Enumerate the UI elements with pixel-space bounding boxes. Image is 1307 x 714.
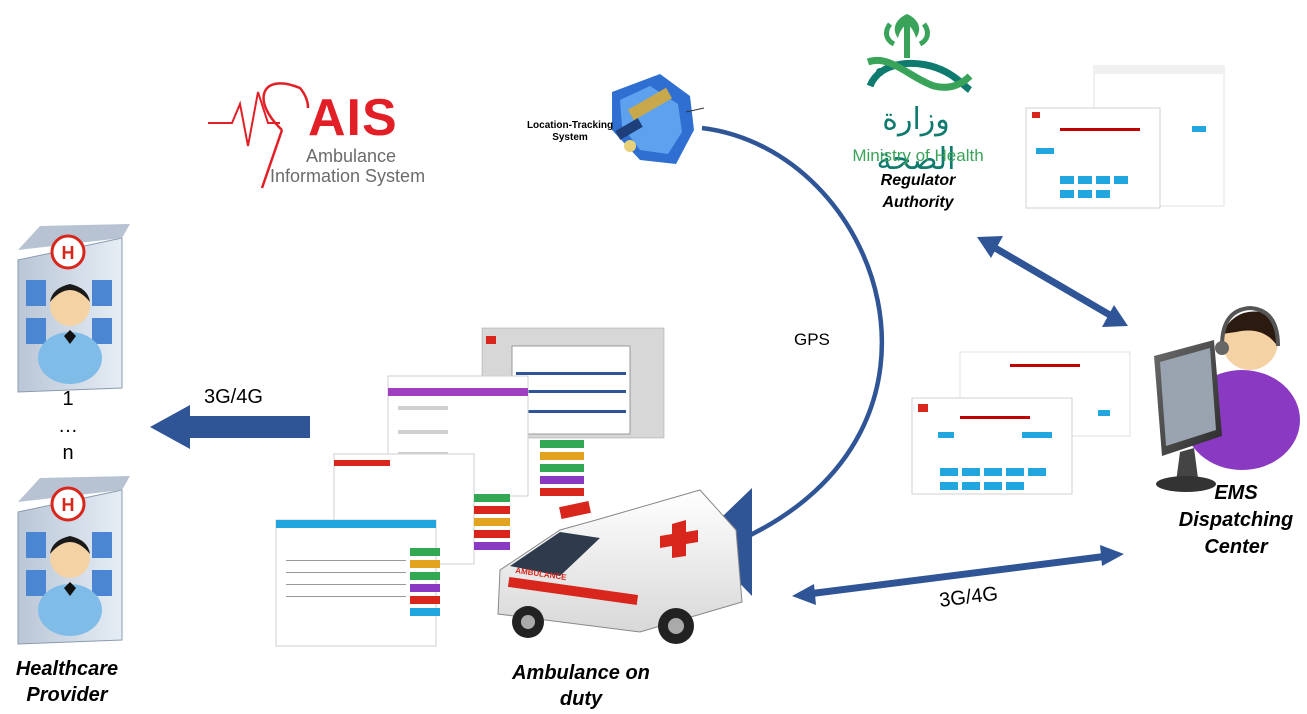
gps-label: GPS bbox=[794, 330, 830, 349]
ambulance-on-duty-label: Ambulance on duty bbox=[486, 660, 676, 712]
link-label-healthcare: 3G/4G bbox=[204, 386, 263, 408]
ems-line2: Dispatching bbox=[1178, 509, 1294, 531]
ambulance-line2: duty bbox=[559, 688, 603, 710]
gps-arc bbox=[701, 125, 885, 543]
ministry-english-name: Ministry of Health bbox=[852, 146, 984, 165]
regulator-authority-label: Regulator Authority bbox=[858, 170, 978, 214]
ais-logo-line1: Ambulance bbox=[306, 146, 397, 166]
ambulance-vehicle-icon bbox=[497, 489, 743, 644]
location-tracking-label: Location-Tracking System bbox=[520, 120, 620, 144]
ais-heartbeat-icon bbox=[208, 82, 310, 189]
ais-logo-acronym: AIS bbox=[308, 89, 398, 147]
hospital-building-icon: H bbox=[17, 476, 130, 645]
arrow-ambulance-ems bbox=[792, 545, 1124, 605]
ems-dispatching-label: EMS Dispatching Center bbox=[1166, 480, 1306, 561]
hospital-count-first: 1 bbox=[62, 388, 74, 410]
ems-line1: EMS bbox=[1214, 482, 1258, 504]
location-tracking-line2: System bbox=[552, 132, 588, 143]
ems-line3: Center bbox=[1204, 536, 1268, 558]
satellite-icon bbox=[612, 74, 705, 164]
healthcare-line1: Healthcare bbox=[15, 658, 119, 680]
ems-screenshot-stack bbox=[911, 351, 1131, 495]
regulator-screenshot-stack bbox=[1025, 65, 1225, 209]
arrow-regulator-ems bbox=[977, 236, 1128, 327]
ems-dispatcher-icon bbox=[1154, 305, 1300, 492]
hospital-count-last: n bbox=[62, 442, 74, 464]
ambulance-app-screenshot-collage bbox=[275, 327, 665, 647]
hospital-building-icon: H bbox=[17, 224, 130, 393]
ambulance-line1: Ambulance on bbox=[512, 662, 650, 684]
healthcare-line2: Provider bbox=[26, 684, 108, 706]
healthcare-provider-label: Healthcare Provider bbox=[0, 656, 134, 708]
ministry-arabic-name: وزارة الصحة bbox=[876, 102, 956, 177]
hospital-count-dots: … bbox=[58, 415, 78, 437]
arrow-to-healthcare bbox=[150, 405, 310, 449]
ministry-emblem-icon bbox=[866, 14, 973, 93]
svg-text:H: H bbox=[62, 243, 75, 263]
svg-text:H: H bbox=[62, 495, 75, 515]
regulator-line2: Authority bbox=[882, 194, 954, 211]
regulator-line1: Regulator bbox=[880, 172, 956, 189]
ais-logo-line2: Information System bbox=[270, 166, 426, 186]
location-tracking-line1: Location-Tracking bbox=[526, 120, 614, 131]
hospital-count: 1 … n bbox=[56, 386, 80, 467]
